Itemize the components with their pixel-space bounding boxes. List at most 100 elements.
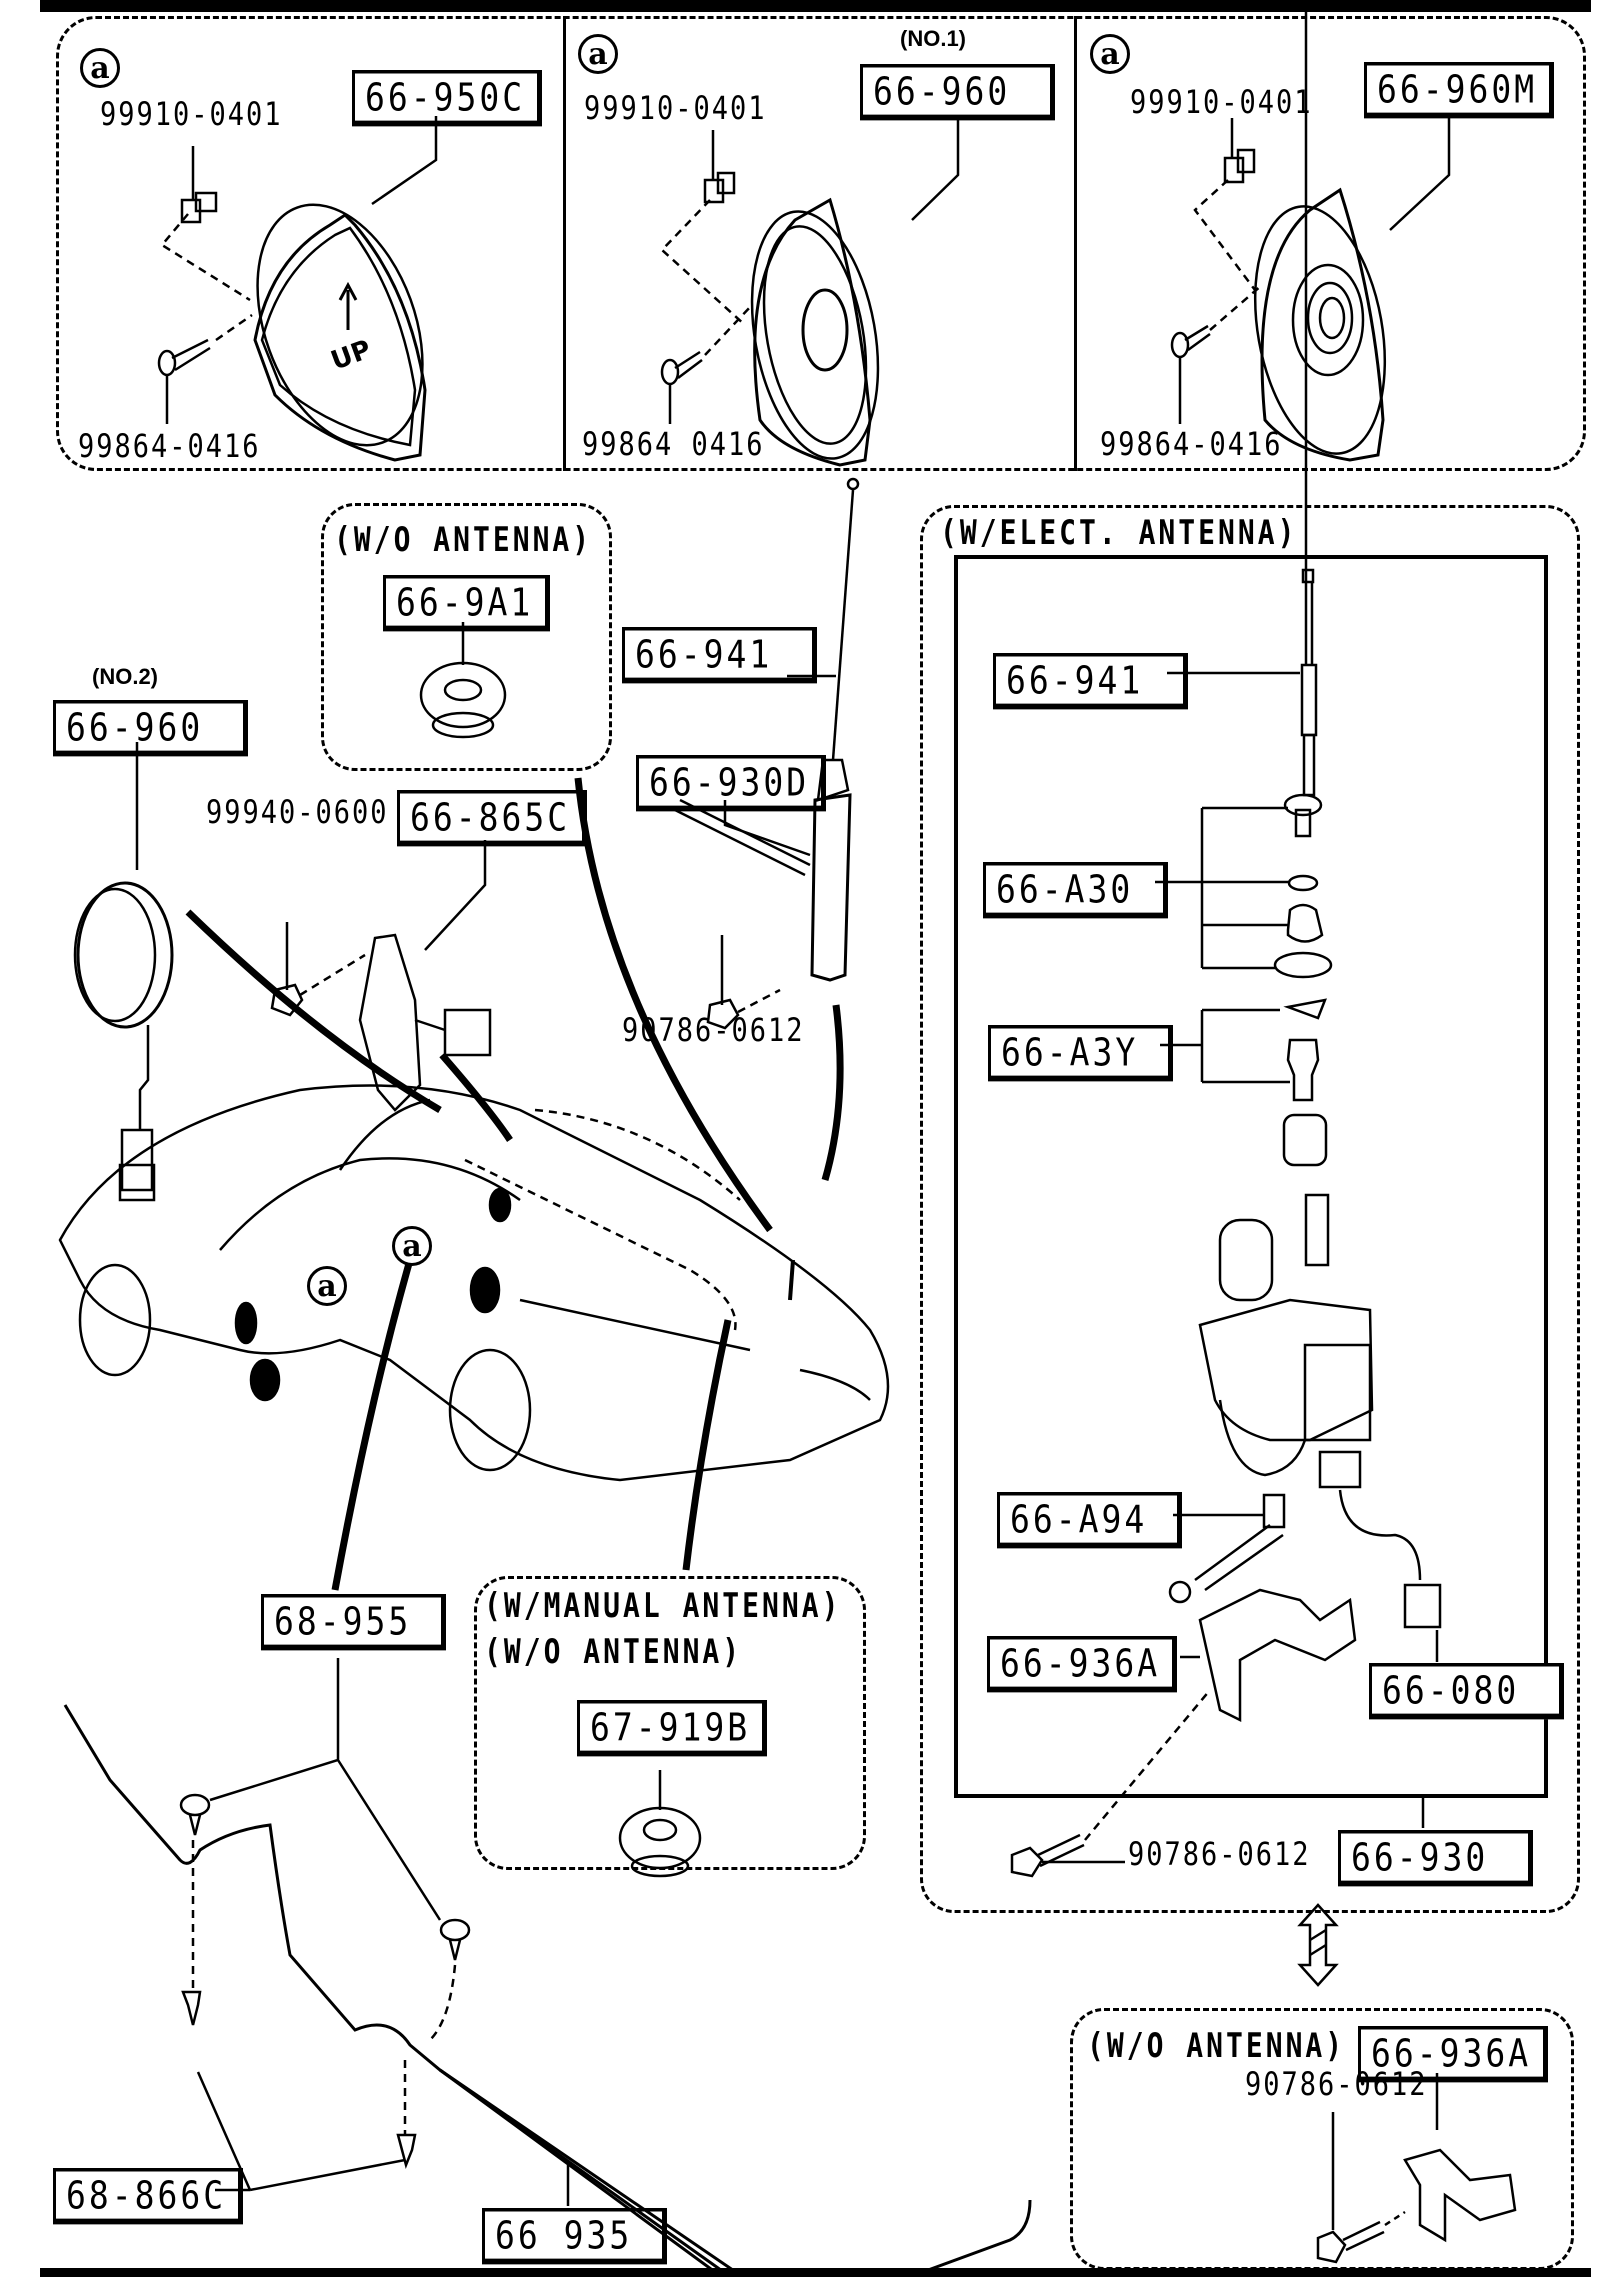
antenna-nut-icon [1283, 793, 1323, 838]
speaker-location-marker [469, 1266, 501, 1314]
part-number-68-955[interactable]: 68-955 [261, 1594, 447, 1651]
condition-label: (W/O ANTENNA) [1087, 2026, 1346, 2066]
screw-ref-label[interactable]: 99864-0416 [1100, 426, 1283, 464]
elect-antenna-mast-icon [1300, 0, 1318, 797]
leader-line [911, 118, 960, 221]
svg-text:UP: UP [327, 335, 375, 377]
bolt-icon [1316, 2220, 1385, 2264]
part-number-66-080[interactable]: 66-080 [1369, 1663, 1565, 1720]
antenna-location-marker [788, 1259, 795, 1301]
speaker-location-marker [249, 1358, 281, 1402]
leader-line [723, 800, 811, 857]
harness-clip-icon [179, 1793, 211, 1836]
screw-icon [1170, 324, 1211, 359]
clip-ref-label[interactable]: 99910-0401 [100, 96, 283, 134]
part-number-66-A30[interactable]: 66-A30 [983, 862, 1169, 919]
part-number-66-941[interactable]: 66-941 [993, 653, 1189, 710]
speaker-panels-frame [56, 16, 1586, 471]
speaker-location-marker [234, 1301, 258, 1345]
manual-antenna-grommet-box [474, 1576, 866, 1870]
harness-clip-icon [439, 1918, 471, 1961]
bushing-icon [1286, 1038, 1320, 1102]
bracket-icon [358, 933, 492, 1112]
screw-ref-label[interactable]: 99864-0416 [78, 428, 261, 466]
clip-icon [703, 171, 736, 204]
speaker-66-960-icon [750, 197, 880, 467]
nut-ref-label[interactable]: 99940-0600 [206, 794, 389, 832]
top-border-rule [40, 0, 1591, 12]
part-number-68-866C[interactable]: 68-866C [53, 2168, 244, 2225]
wo-antenna-bracket-box [1070, 2008, 1574, 2270]
harness-clip-icon [181, 1990, 202, 2026]
bolt-icon [1010, 1833, 1085, 1878]
panel-divider-2 [1074, 16, 1077, 471]
antenna-motor-icon [1198, 1113, 1374, 1477]
part-number-66-941[interactable]: 66-941 [622, 627, 818, 684]
speaker-location-marker [488, 1187, 512, 1223]
leader-line [209, 1658, 442, 1921]
harness-clip-icon [396, 2133, 417, 2169]
part-number-66-960[interactable]: 66-960 [860, 64, 1056, 121]
callout-a-marker: a [578, 34, 618, 74]
part-number-66-950C[interactable]: 66-950C [352, 70, 543, 127]
bolt-ref-label[interactable]: 90786-0612 [1245, 2066, 1428, 2104]
leader-line [371, 116, 438, 206]
swap-double-arrow-icon [1297, 1903, 1339, 1987]
bolt-icon [706, 998, 740, 1030]
part-number-66-A3Y[interactable]: 66-A3Y [988, 1025, 1174, 1082]
part-number-66-960-no2[interactable]: 66-960 [53, 700, 249, 757]
leader-line [196, 2071, 406, 2192]
bezel-icon [1286, 903, 1324, 943]
heavy-pointer-lines [185, 777, 844, 1591]
part-number-66-936A[interactable]: 66-936A [987, 1636, 1178, 1693]
wo-antenna-grommet-box [321, 503, 612, 771]
callout-a-marker: a [1090, 34, 1130, 74]
speaker-66-960M-icon [1253, 187, 1387, 462]
grommet-icon [618, 1806, 702, 1878]
screw-ref-label[interactable]: 99864 0416 [582, 426, 765, 464]
part-number-66-935[interactable]: 66 935 [482, 2208, 668, 2265]
part-number-66-9A1[interactable]: 66-9A1 [383, 575, 551, 632]
condition-label-2: (W/O ANTENNA) [484, 1632, 743, 1672]
leader-bracket [1155, 806, 1290, 970]
spacer-icon [1283, 998, 1327, 1020]
part-number-66-930D[interactable]: 66-930D [636, 755, 827, 812]
dashed-install-line [160, 213, 251, 302]
bolt-ref-label[interactable]: 90786-0612 [1128, 1836, 1311, 1874]
callout-a-marker: a [392, 1226, 432, 1266]
tweeter-speaker-icon [73, 881, 174, 1202]
callout-a-marker: a [307, 1266, 347, 1306]
gasket-icon [1273, 951, 1333, 979]
leader-line [424, 840, 487, 951]
clip-icon [180, 191, 218, 224]
clip-ref-label[interactable]: 99910-0401 [1130, 84, 1313, 122]
leader-bracket [1160, 1008, 1290, 1084]
condition-label: (W/ELECT. ANTENNA) [940, 513, 1298, 553]
bottom-border-rule [40, 2268, 1591, 2277]
bracket-66-936A-icon [1403, 2148, 1517, 2243]
clip-icon [1223, 148, 1256, 184]
condition-label: (W/O ANTENNA) [334, 520, 593, 560]
connector-icon [1318, 1450, 1442, 1629]
part-number-66-936A[interactable]: 66-936A [1358, 2026, 1549, 2083]
screw-icon [660, 350, 703, 386]
elect-antenna-box [920, 505, 1580, 1913]
part-number-66-A94[interactable]: 66-A94 [997, 1492, 1183, 1549]
condition-label-1: (W/MANUAL ANTENNA) [484, 1586, 842, 1626]
callout-a-marker: a [80, 48, 120, 88]
drain-tube-icon [1168, 1493, 1286, 1604]
bracket-66-936A-icon [1198, 1588, 1357, 1723]
antenna-mast-icon [810, 477, 860, 982]
clip-ref-label[interactable]: 99910-0401 [584, 90, 767, 128]
leader-line [1389, 118, 1451, 231]
antenna-feeder-cable-icon [63, 1704, 1036, 2277]
speaker-note-no2: (NO.2) [92, 664, 158, 689]
grommet-icon [419, 661, 507, 739]
part-number-67-919B[interactable]: 67-919B [577, 1700, 768, 1757]
part-number-66-930[interactable]: 66-930 [1338, 1830, 1534, 1887]
speaker-note-no1: (NO.1) [900, 26, 966, 51]
part-number-66-960M[interactable]: 66-960M [1364, 62, 1555, 119]
antenna-assembly-frame [954, 555, 1548, 1798]
antenna-cable [674, 798, 811, 877]
